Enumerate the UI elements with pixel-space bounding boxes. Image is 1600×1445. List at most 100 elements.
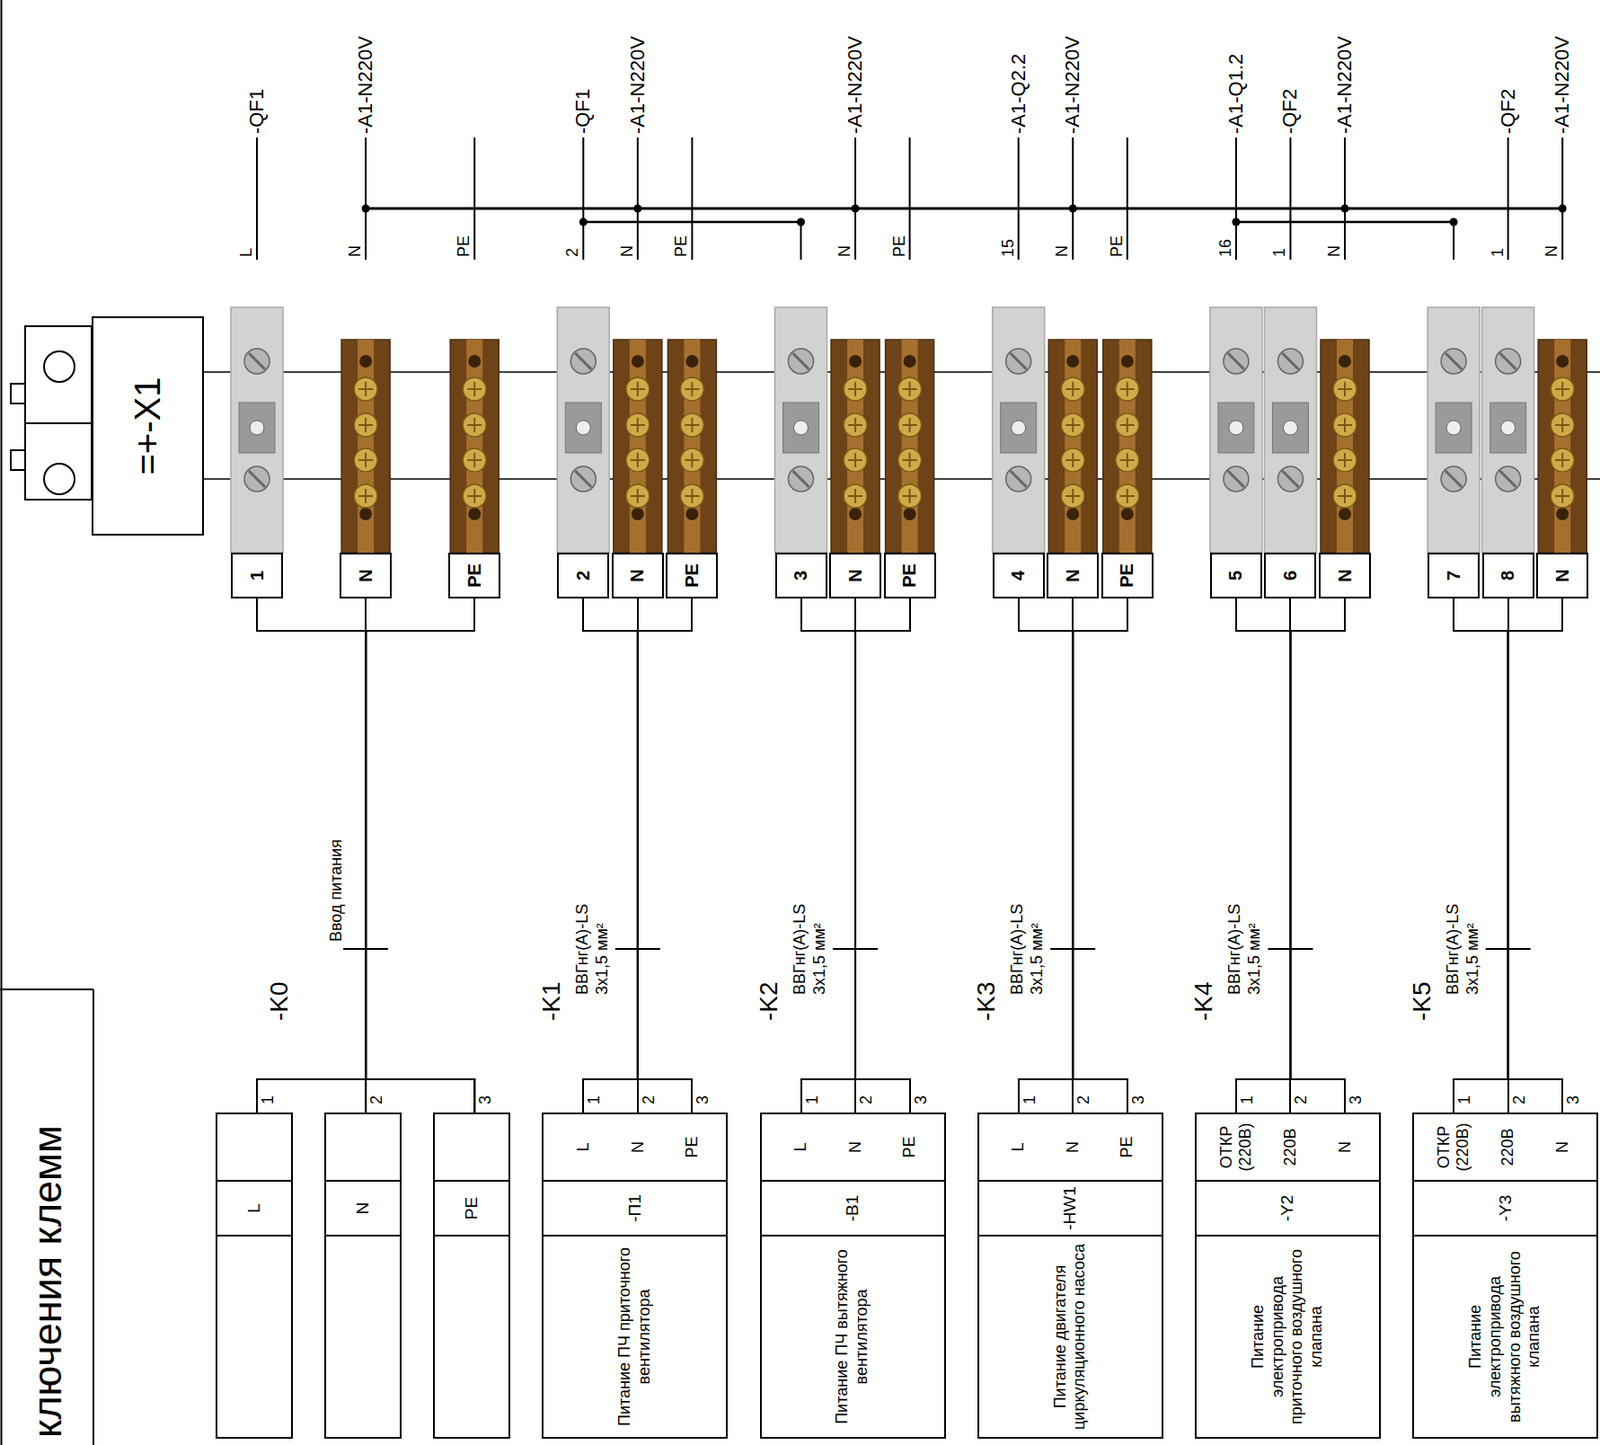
busbar-screw — [680, 413, 704, 437]
pin-number: 2 — [640, 1095, 657, 1105]
busbar-hole — [685, 507, 699, 521]
screw-slot — [248, 353, 266, 370]
screw-slot — [1555, 459, 1570, 461]
terminal-body — [341, 339, 390, 553]
wire-number: PE — [672, 235, 690, 257]
pin-row: N — [610, 1113, 665, 1180]
busbar-hole — [1121, 354, 1134, 368]
terminal-screw — [1223, 348, 1249, 374]
terminal-hole — [1011, 420, 1026, 435]
cable-connector — [256, 598, 366, 1113]
wire-number: N — [1053, 245, 1070, 257]
terminal-housing — [775, 307, 828, 553]
cable-connector — [1018, 598, 1073, 1113]
screw-slot — [1010, 470, 1027, 487]
screw-slot — [1120, 424, 1135, 426]
pin-row: L — [991, 1113, 1046, 1180]
screw-slot — [1065, 459, 1080, 461]
busbar-screw — [843, 413, 867, 437]
terminal-number-box: 2 — [556, 552, 610, 599]
screw-slot — [848, 424, 863, 426]
screw-slot — [1228, 470, 1245, 487]
cable-type: ВВГнг(А)-LS — [1008, 903, 1026, 995]
terminal-housing — [1264, 307, 1317, 553]
cable-connector — [583, 598, 638, 1113]
terminal-body — [885, 339, 935, 553]
wire-number: 1 — [1489, 247, 1506, 257]
screw-slot — [358, 495, 373, 497]
busbar-screw — [898, 377, 922, 401]
bridge-wire — [583, 220, 801, 224]
cable-type: ВВГнг(А)-LS — [1444, 903, 1461, 995]
screw-slot — [902, 424, 918, 426]
wire-number: 1 — [1271, 247, 1288, 257]
screw-slot — [1281, 353, 1299, 370]
device-reference: -A1-N220V — [845, 35, 866, 134]
device-tag: -В1 — [842, 1194, 863, 1222]
neutral-bus — [365, 207, 1563, 211]
terminal-body — [1427, 307, 1480, 553]
busbar-screw — [1060, 484, 1085, 508]
wire-number: 15 — [999, 238, 1017, 257]
screw-slot — [1228, 353, 1245, 370]
cable-name: -K0 — [266, 981, 292, 1021]
screw-slot — [1500, 353, 1517, 370]
terminal-number: 1 — [247, 570, 268, 581]
screw-slot — [574, 353, 592, 370]
busbar-hole — [903, 354, 917, 368]
device-box: PE — [433, 1112, 511, 1439]
device-box: Питание ПЧ вытяжного вентилятора-В1LNPE — [760, 1112, 946, 1439]
terminal-screw — [244, 466, 270, 492]
device-reference: -A1-Q1.2 — [1226, 53, 1247, 134]
busbar-screw — [680, 448, 704, 472]
screw-slot — [1445, 353, 1462, 370]
wire — [636, 137, 639, 260]
end-stop-hole — [44, 351, 75, 382]
pin-name: 220В — [1281, 1127, 1300, 1166]
busbar-body — [667, 339, 717, 553]
wire — [1343, 137, 1346, 260]
pin-number: 3 — [1130, 1095, 1147, 1105]
junction-dot — [1449, 218, 1459, 227]
wire — [1289, 137, 1291, 260]
busbar-screw — [1115, 484, 1140, 508]
wire-number: PE — [891, 235, 908, 257]
screw-slot — [684, 424, 699, 426]
busbar-screw — [353, 413, 378, 437]
terminal-body — [992, 307, 1045, 553]
busbar-stripe — [357, 339, 374, 553]
screw-slot — [1337, 388, 1353, 390]
terminal-number-box: PE — [1101, 552, 1154, 599]
terminal-body — [613, 339, 663, 553]
screw-slot — [684, 388, 699, 390]
screw-slot — [1065, 388, 1080, 390]
wire — [1561, 137, 1564, 260]
busbar-screw — [1115, 413, 1140, 437]
device-box: L — [215, 1112, 293, 1439]
device-pin-cell — [217, 1113, 292, 1182]
busbar-screw — [1550, 413, 1574, 437]
busbar-screw — [843, 484, 867, 508]
busbar-stripe — [466, 339, 483, 553]
busbar-screw — [1550, 377, 1574, 401]
terminal-number: 4 — [1007, 570, 1029, 581]
terminal-body — [775, 307, 828, 553]
pin-number: 3 — [912, 1095, 929, 1105]
terminal-number: PE — [1116, 563, 1138, 588]
wire — [256, 137, 258, 260]
pin-number: 2 — [857, 1095, 875, 1105]
terminal-body — [1264, 307, 1317, 553]
pin-row: ОТКР (220В) — [1209, 1113, 1264, 1180]
cable-connector — [256, 598, 366, 1113]
screw-slot — [1010, 353, 1027, 370]
wire-number: N — [1543, 245, 1560, 257]
pin-name: N — [846, 1140, 866, 1153]
device-reference: -QF1 — [573, 88, 593, 134]
cable-connector — [637, 598, 692, 1113]
terminal-hole — [1501, 420, 1516, 435]
busbar-hole — [1121, 507, 1134, 521]
device-description: Питание электропривода вытяжного воздушн… — [1466, 1243, 1544, 1430]
device-box: N — [324, 1112, 402, 1439]
end-stop — [25, 422, 92, 425]
